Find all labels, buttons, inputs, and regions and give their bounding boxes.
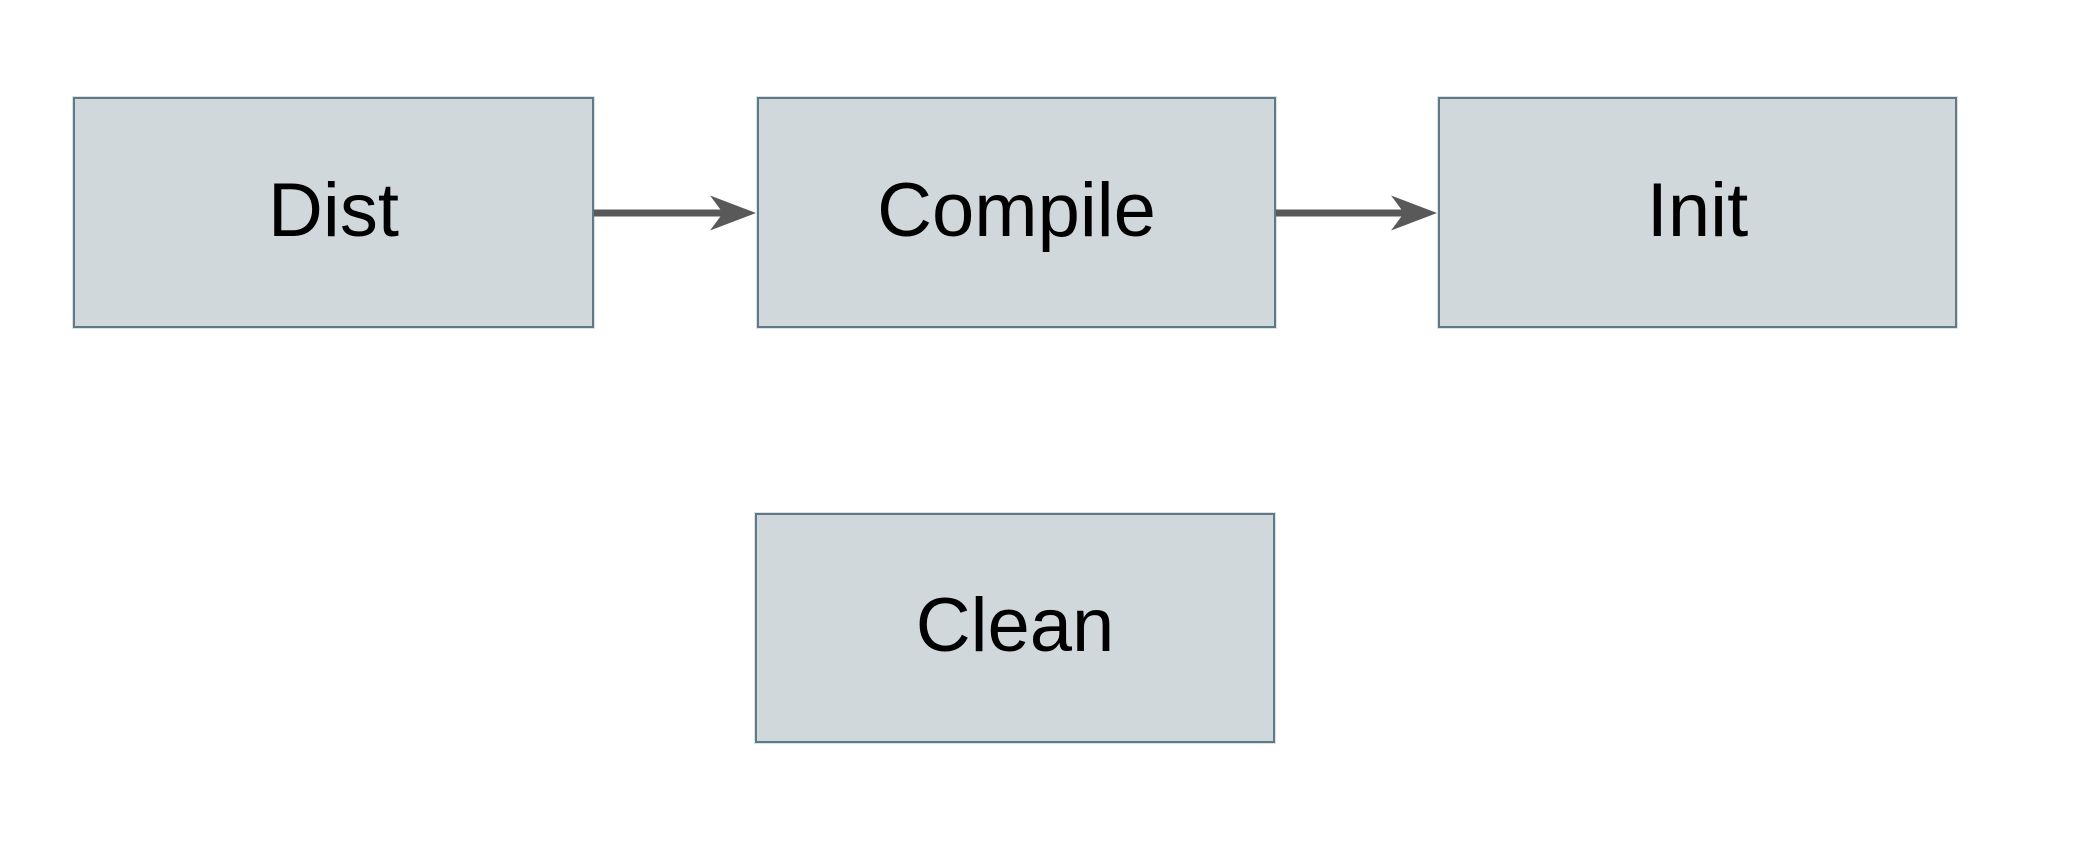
node-init-label: Init <box>1646 167 1749 253</box>
node-init[interactable]: Init <box>1438 97 1957 328</box>
node-compile[interactable]: Compile <box>757 97 1276 328</box>
node-clean[interactable]: Clean <box>755 513 1275 743</box>
node-dist-label: Dist <box>268 167 399 253</box>
node-dist[interactable]: Dist <box>73 97 594 328</box>
arrowhead-icon <box>710 195 756 231</box>
arrowhead-icon <box>1391 195 1437 231</box>
node-clean-label: Clean <box>915 583 1115 668</box>
connector-arrow-dist-compile[interactable] <box>594 190 758 236</box>
connector-arrow-compile-init[interactable] <box>1276 190 1439 236</box>
node-compile-label: Compile <box>877 167 1156 253</box>
